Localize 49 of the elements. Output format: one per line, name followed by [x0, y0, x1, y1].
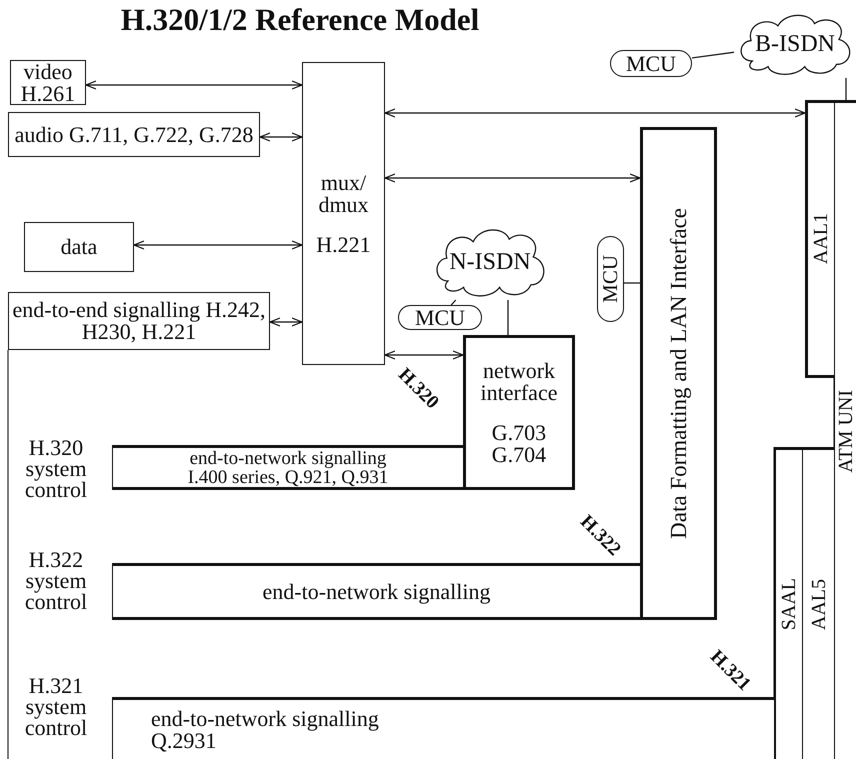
box-label: G.703 G.704	[490, 422, 548, 466]
diagram-title: H.320/1/2 Reference Model	[120, 2, 480, 38]
signalling-band	[112, 563, 640, 620]
system-control-label: H.322 system control	[24, 550, 88, 613]
process-box	[8, 112, 260, 157]
arrow	[269, 317, 303, 327]
box-label: I.400 series, Q.921, Q.931	[188, 468, 388, 486]
box-label: data	[60, 236, 98, 258]
box-label: end-to-network signalling	[151, 708, 379, 730]
process-box	[24, 222, 134, 272]
box-label: H.221	[315, 234, 372, 256]
box-label: audio G.711, G.722, G.728	[14, 124, 254, 146]
signalling-band	[112, 697, 775, 759]
arrow	[133, 240, 303, 250]
mcu-pill: MCU	[597, 236, 624, 322]
mcu-pill	[398, 305, 482, 330]
arrow	[85, 80, 303, 90]
arrow	[384, 173, 641, 183]
network-label: B-ISDN	[754, 32, 835, 56]
mcu-pill	[610, 50, 692, 77]
process-box	[10, 60, 86, 105]
arrow	[259, 132, 303, 142]
system-control-label: H.320 system control	[24, 438, 88, 501]
connector-line	[450, 300, 456, 306]
connector-line	[624, 282, 640, 284]
box-label: end-to-network signalling	[262, 580, 490, 602]
protocol-layer-column: SAAL	[775, 447, 803, 759]
box-label: end-to-network signalling	[190, 448, 386, 468]
box-label: end-to-end signalling H.242, H230, H.221	[12, 299, 266, 343]
arrow	[384, 350, 464, 360]
box-label: Q.2931	[151, 730, 216, 752]
box-label: MCU	[626, 52, 676, 74]
interface-box	[463, 335, 575, 490]
interface-box: Data Formatting and LAN Interface	[640, 127, 717, 620]
protocol-layer-column: AAL1	[805, 100, 835, 378]
process-box	[8, 292, 270, 350]
connector-line	[507, 300, 509, 335]
network-label: N-ISDN	[449, 250, 531, 274]
box-label: network interface	[480, 360, 558, 404]
box-label: MCU	[414, 306, 466, 328]
box-label: video H.261	[20, 60, 76, 104]
connector-line	[845, 78, 847, 100]
arrow	[384, 108, 806, 118]
process-box	[302, 62, 385, 365]
system-control-label: H.321 system control	[24, 676, 88, 739]
protocol-layer-column: AAL5	[803, 447, 835, 759]
box-label: mux/ dmux	[317, 172, 370, 216]
connector-line	[692, 52, 734, 59]
signalling-band	[112, 445, 463, 490]
